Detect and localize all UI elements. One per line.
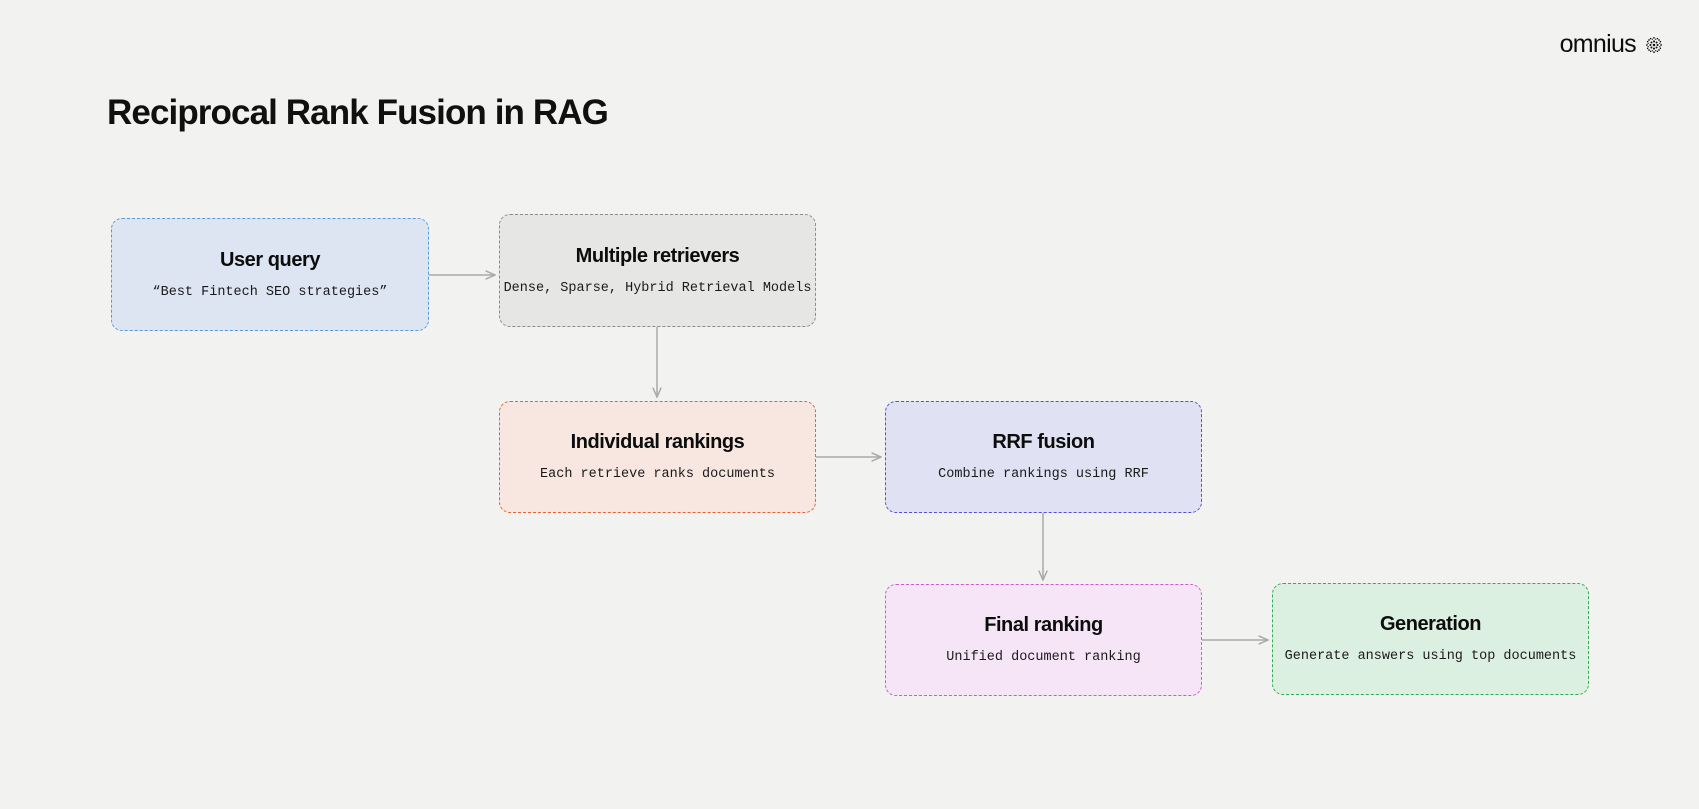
page-title: Reciprocal Rank Fusion in RAG	[107, 93, 609, 132]
node-final-ranking[interactable]: Final ranking Unified document ranking	[885, 584, 1202, 696]
node-title: Final ranking	[984, 614, 1103, 637]
brand-logo: omnius	[1560, 32, 1665, 57]
brand-wordmark: omnius	[1559, 30, 1637, 58]
node-title: Multiple retrievers	[575, 244, 740, 267]
node-user-query[interactable]: User query “Best Fintech SEO strategies”	[111, 218, 429, 331]
node-subtitle: Dense, Sparse, Hybrid Retrieval Models	[503, 280, 812, 296]
node-title: RRF fusion	[992, 431, 1095, 454]
node-subtitle: “Best Fintech SEO strategies”	[152, 284, 388, 300]
node-title: User query	[220, 248, 320, 271]
node-multiple-retrievers[interactable]: Multiple retrievers Dense, Sparse, Hybri…	[499, 214, 816, 327]
node-subtitle: Unified document ranking	[946, 650, 1141, 666]
node-individual-rankings[interactable]: Individual rankings Each retrieve ranks …	[499, 401, 816, 513]
radial-dot-circle-icon	[1646, 36, 1662, 53]
node-title: Individual rankings	[570, 431, 745, 454]
node-title: Generation	[1379, 613, 1482, 636]
node-subtitle: Combine rankings using RRF	[938, 467, 1149, 483]
node-subtitle: Generate answers using top documents	[1284, 649, 1577, 665]
node-rrf-fusion[interactable]: RRF fusion Combine rankings using RRF	[885, 401, 1202, 513]
node-generation[interactable]: Generation Generate answers using top do…	[1272, 583, 1589, 695]
node-subtitle: Each retrieve ranks documents	[540, 467, 775, 483]
